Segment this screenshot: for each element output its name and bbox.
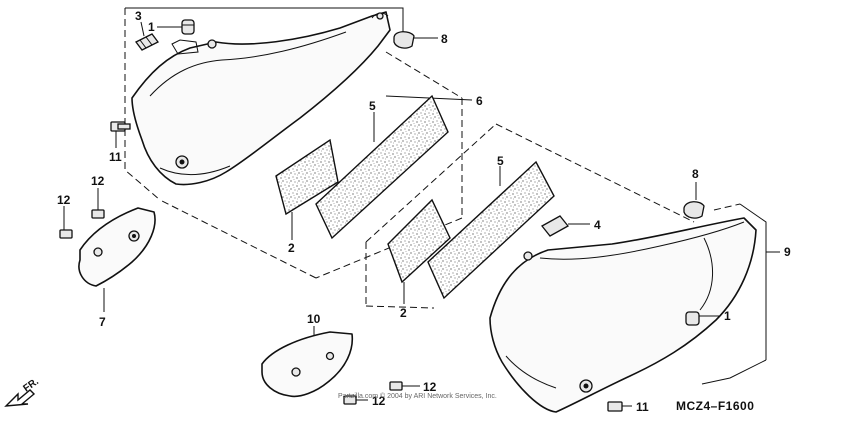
callout-11-upper: 11 [109,150,122,164]
callout-5-upper: 5 [369,99,376,113]
callout-7: 7 [99,315,106,329]
callout-6: 6 [476,94,483,108]
grommet-part-1-lower [685,311,720,326]
upper-foam-pads [275,94,449,240]
lower-side-cover [489,217,757,413]
callout-1-lower: 1 [724,309,731,323]
callout-2-lower: 2 [400,306,407,320]
damper-pin-part-3 [135,21,159,51]
grommet-part-8-upper [393,31,438,49]
front-label: FR. [21,376,41,394]
bolt-part-11-lower [607,401,632,412]
callout-12-d: 12 [372,394,386,408]
grommet-part-1-upper [157,19,195,35]
damper-part-4 [541,215,590,237]
callout-10: 10 [307,312,321,326]
diagram-code: MCZ4–F1600 [676,399,754,413]
callout-8-upper: 8 [441,32,448,46]
callout-1-upper: 1 [148,20,155,34]
callout-2-upper: 2 [288,241,295,255]
bolt-part-12-b [59,206,73,239]
front-arrow: FR. [4,376,41,407]
callout-9: 9 [784,245,791,259]
callout-12-c: 12 [423,380,437,394]
bolt-part-12-c [389,381,420,391]
bolt-part-12-a [91,188,105,219]
callout-8-lower: 8 [692,167,699,181]
callout-12-b: 12 [57,193,71,207]
callout-4: 4 [594,218,601,232]
bracket-part-10 [261,326,354,398]
callout-3: 3 [135,9,142,23]
grommet-part-8-lower [683,182,705,219]
callout-5-lower: 5 [497,154,504,168]
lower-assembly-frame [365,123,767,385]
upper-side-cover [131,11,391,186]
bracket-part-7 [78,207,156,312]
bolt-part-12-d [343,395,368,405]
callout-12-a: 12 [91,174,105,188]
copyright-notice: Partzilla.com © 2004 by ARI Network Serv… [338,392,497,400]
bolt-part-11-upper [110,121,131,148]
lower-foam-pads [387,160,555,304]
callout-11-lower: 11 [636,400,649,414]
